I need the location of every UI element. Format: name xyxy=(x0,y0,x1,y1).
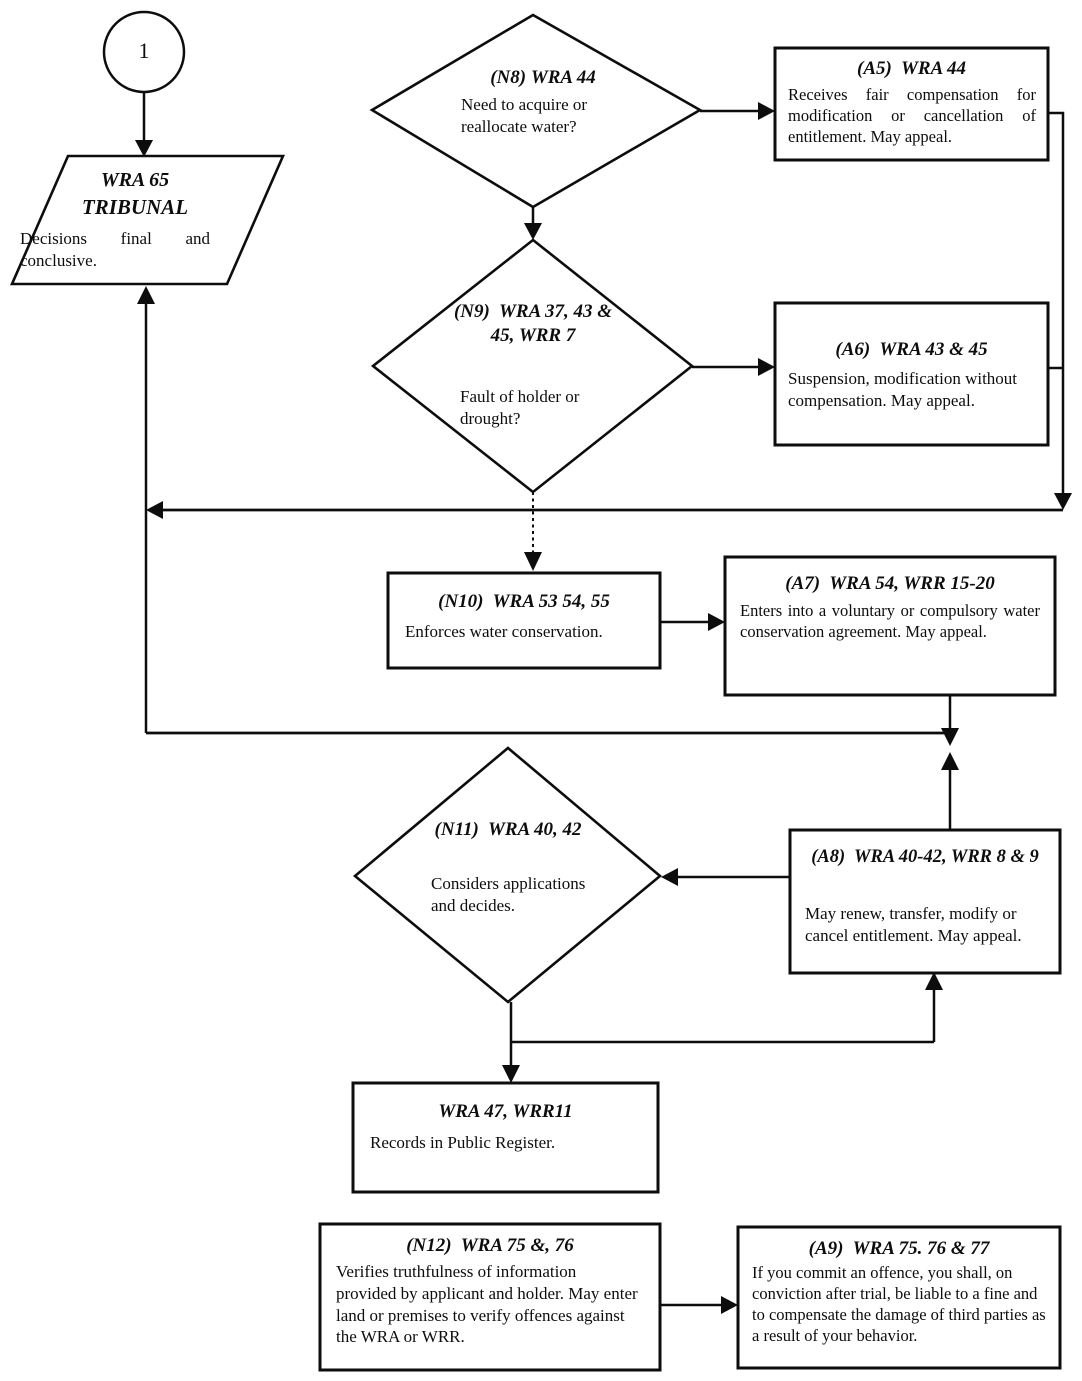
register-title: WRA 47, WRR11 xyxy=(438,1101,573,1122)
process-register-box xyxy=(351,1081,660,1194)
line-a5-to-right-rail xyxy=(1048,111,1072,510)
arrow-n8-to-n9 xyxy=(524,207,542,240)
start-connector-label: 1 xyxy=(138,38,150,63)
n10-body: Enforces water conservation. xyxy=(405,622,603,641)
arrow-n8-to-a5 xyxy=(700,102,775,120)
a8-body: May renew, transfer, modify or cancel en… xyxy=(805,904,1022,945)
process-a8-box xyxy=(788,828,1062,975)
a6-title: (A6) WRA 43 & 45 xyxy=(835,339,988,360)
tribunal-title-line1: WRA 65 xyxy=(100,169,170,191)
n9-body: Fault of holder or drought? xyxy=(460,387,580,428)
process-a7-box xyxy=(723,555,1057,697)
process-n12-box xyxy=(318,1222,662,1372)
a9-body: If you commit an offence, you shall, on … xyxy=(752,1263,1046,1346)
a7-body: Enters into a voluntary or compulsory wa… xyxy=(740,601,1040,642)
register-body: Records in Public Register. xyxy=(370,1133,556,1152)
a5-body: Receives fair compensation for modificat… xyxy=(788,85,1036,147)
process-a6-box xyxy=(773,301,1050,447)
decision-n11-diamond xyxy=(352,746,663,1004)
n12-title: (N12) WRA 75 &, 76 xyxy=(406,1235,574,1256)
arrow-feedback-to-tribunal xyxy=(137,286,155,733)
tribunal-parallelogram xyxy=(10,154,285,286)
a8-title: (A8) WRA 40-42, WRR 8 & 9 xyxy=(811,847,1039,867)
n9-title: (N9) WRA 37, 43 & 45, WRR 7 xyxy=(453,301,612,347)
process-a5-box xyxy=(773,46,1050,162)
arrow-n11-branch-to-a8 xyxy=(511,972,943,1044)
arrow-rail-to-left-line xyxy=(146,501,1063,519)
decision-n9-diamond xyxy=(370,238,695,494)
arrow-n10-to-a7 xyxy=(660,613,725,631)
a7-title: (A7) WRA 54, WRR 15-20 xyxy=(785,573,995,594)
n12-body: Verifies truthfulness of information pro… xyxy=(336,1262,638,1347)
a9-title: (A9) WRA 75. 76 & 77 xyxy=(808,1238,990,1259)
tribunal-title-line2: TRIBUNAL xyxy=(81,195,189,219)
arrow-a8-to-n11 xyxy=(661,868,790,886)
a5-title: (A5) WRA 44 xyxy=(857,58,966,79)
n10-title: (N10) WRA 53 54, 55 xyxy=(438,591,610,612)
n11-body: Considers applications and decides. xyxy=(431,874,586,915)
arrow-a8-up-to-junction xyxy=(941,752,959,830)
arrow-circle1-to-tribunal xyxy=(135,92,153,157)
arrow-n11-to-register xyxy=(502,1002,520,1083)
arrow-a7-down-to-junction xyxy=(941,695,959,746)
a6-body: Suspension, modification without compens… xyxy=(788,369,1018,410)
arrow-n9-to-a6 xyxy=(692,358,775,376)
process-a9-box xyxy=(736,1225,1062,1370)
tribunal-body: Decisions final and conclusive. xyxy=(20,229,210,270)
n8-body: Need to acquire or reallocate water? xyxy=(461,95,588,136)
process-n10-box xyxy=(386,571,662,670)
n8-title: (N8) WRA 44 xyxy=(490,67,596,88)
arrow-n9-to-n10-dotted xyxy=(524,492,542,571)
arrow-n12-to-a9 xyxy=(660,1296,738,1314)
n11-title: (N11) WRA 40, 42 xyxy=(434,819,582,840)
